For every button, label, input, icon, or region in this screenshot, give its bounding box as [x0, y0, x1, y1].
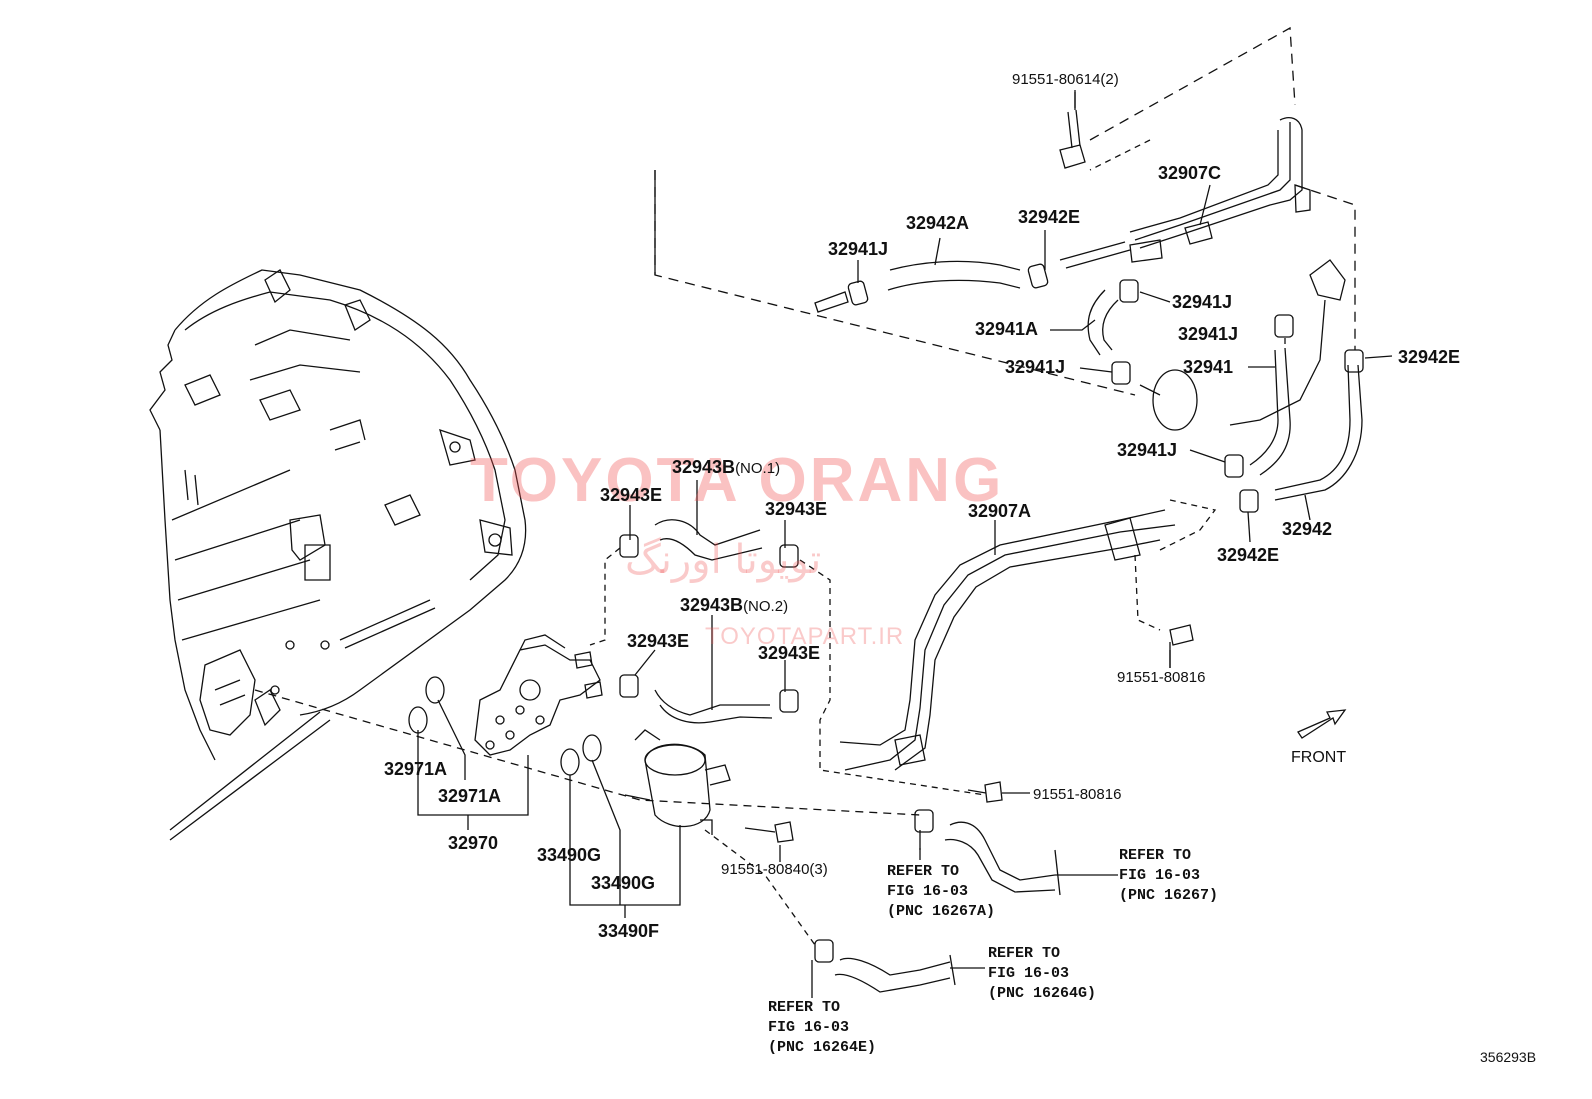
- label-32942A: 32942A: [906, 213, 970, 233]
- label-33490F: 33490F: [598, 921, 660, 941]
- hose-32942A: [888, 261, 1020, 290]
- label-91551-80614: 91551-80614(2): [1012, 71, 1119, 88]
- diagram-code: 356293B: [1480, 1049, 1537, 1065]
- label-32941J-d: 32941J: [1005, 357, 1066, 377]
- bolt-91551-80614: [1060, 90, 1085, 168]
- bolt-91551-80840: [745, 822, 793, 842]
- label-32943B-no2: 32943B(NO.2): [680, 595, 789, 615]
- plane-outline-top: [1090, 28, 1295, 140]
- label-33490G-a: 33490G: [537, 845, 602, 865]
- label-32907C: 32907C: [1158, 163, 1222, 183]
- oil-cooler-33490F: [625, 730, 730, 835]
- bolt-91551-80816-mid: [968, 782, 1030, 802]
- label-91551-80816-mid: 91551-80816: [1033, 786, 1122, 803]
- label-32970: 32970: [448, 833, 499, 853]
- label-32971A-a: 32971A: [384, 759, 448, 779]
- label-32907A: 32907A: [968, 501, 1032, 521]
- label-32941A: 32941A: [975, 319, 1039, 339]
- label-32971A-b: 32971A: [438, 786, 502, 806]
- pipe-32907C: [1060, 118, 1310, 268]
- valve-body-32970: [475, 635, 602, 755]
- o-ring-33490G-b: [561, 749, 579, 775]
- label-32942E-top: 32942E: [1018, 207, 1081, 227]
- label-front: FRONT: [1291, 749, 1347, 766]
- label-32943E-a: 32943E: [600, 485, 663, 505]
- label-91551-80840: 91551-80840(3): [721, 861, 828, 878]
- label-32942: 32942: [1282, 519, 1333, 539]
- front-arrow-icon: [1298, 710, 1345, 738]
- hose-32941A: [1088, 290, 1118, 355]
- hose-32943B-no2: [655, 690, 772, 723]
- hose-32941: [1250, 348, 1290, 475]
- label-32941J-e: 32941J: [1117, 440, 1178, 460]
- pipe-32907A: [840, 510, 1175, 770]
- o-ring-32971A-a: [426, 677, 444, 703]
- watermark-brand: TOYOTA ORANG: [470, 446, 1005, 515]
- label-32942E-low: 32942E: [1217, 545, 1280, 565]
- label-32941J-c: 32941J: [1178, 324, 1239, 344]
- label-91551-80816-right: 91551-80816: [1117, 669, 1206, 686]
- label-32943E-b: 32943E: [765, 499, 828, 519]
- o-ring-33490G-a: [583, 735, 601, 761]
- label-32941J-b: 32941J: [1172, 292, 1233, 312]
- label-32943E-d: 32943E: [758, 643, 821, 663]
- ref-pnc-16267A: REFER TO FIG 16-03 (PNC 16267A): [887, 863, 996, 920]
- hose-16264: [835, 958, 950, 992]
- ref-pnc-16264G: REFER TO FIG 16-03 (PNC 16264G): [988, 945, 1097, 1002]
- label-32943E-c: 32943E: [627, 631, 690, 651]
- hose-16267: [945, 822, 1055, 892]
- label-33490G-b: 33490G: [591, 873, 656, 893]
- label-32941: 32941: [1183, 357, 1234, 377]
- label-32943B-no1: 32943B(NO.1): [672, 457, 781, 477]
- hose-32943B-no1: [655, 520, 762, 560]
- label-32941J-a: 32941J: [828, 239, 889, 259]
- o-ring-32971A-b: [409, 707, 427, 733]
- transmission-housing: [150, 270, 526, 840]
- leader-line: [255, 690, 920, 815]
- ref-pnc-16267: REFER TO FIG 16-03 (PNC 16267): [1119, 847, 1219, 904]
- hose-32942: [1275, 365, 1362, 500]
- ref-pnc-16264E: REFER TO FIG 16-03 (PNC 16264E): [768, 999, 877, 1056]
- watermark-site: TOYOTAPART.IR: [705, 623, 905, 650]
- bolt-91551-80816-right: [1170, 625, 1193, 668]
- watermark-brand-fa: تویوتا اورنگ: [625, 537, 822, 583]
- label-32942E-right: 32942E: [1398, 347, 1461, 367]
